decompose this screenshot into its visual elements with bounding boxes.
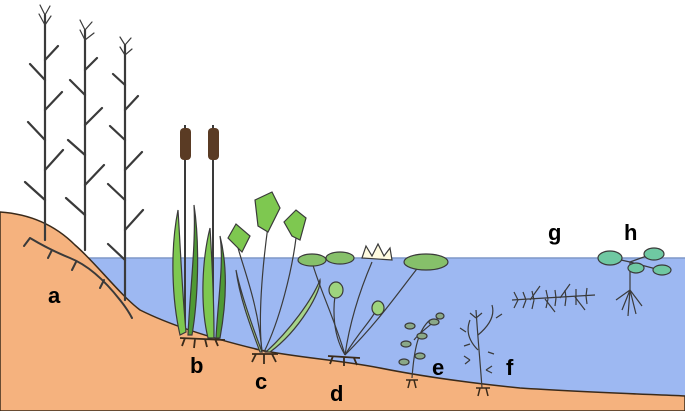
label-c: c bbox=[255, 369, 267, 394]
label-d: d bbox=[330, 381, 343, 406]
label-g: g bbox=[548, 220, 561, 245]
label-h: h bbox=[624, 220, 637, 245]
label-b: b bbox=[190, 353, 203, 378]
label-e: e bbox=[432, 355, 444, 380]
label-f: f bbox=[506, 355, 514, 380]
label-a: a bbox=[48, 283, 61, 308]
